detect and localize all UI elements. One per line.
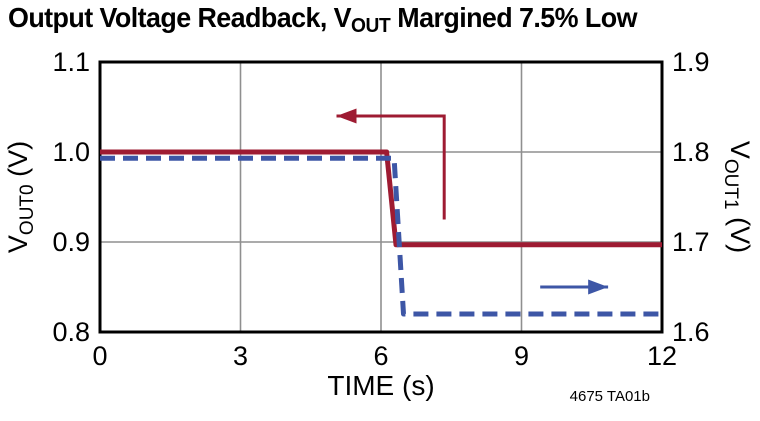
left-axis-title: VOUT0 (V) [3,141,38,253]
right-axis-title: VOUT1 (V) [720,141,755,253]
right-tick-1.9: 1.9 [672,47,710,77]
x-axis-title: TIME (s) [327,370,434,401]
x-tick-6: 6 [373,341,388,371]
figure-caption: 4675 TA01b [570,388,650,405]
right-tick-1.6: 1.6 [672,317,710,347]
x-tick-3: 3 [233,341,248,371]
left-tick-0.9: 0.9 [52,227,90,257]
series-vout0-readback [100,149,662,248]
left-tick-1.0: 1.0 [52,137,90,167]
left-tick-1.1: 1.1 [52,47,90,77]
right-tick-1.8: 1.8 [672,137,710,167]
left-axis-pointer [336,114,446,220]
left-tick-0.8: 0.8 [52,317,90,347]
chart-title-post: Margined 7.5% Low [390,2,637,33]
x-tick-9: 9 [514,341,529,371]
x-tick-0: 0 [92,341,107,371]
left-axis-pointer-arrowhead [336,108,357,124]
right-axis-pointer-arrowhead [588,279,609,295]
x-tick-12: 12 [647,341,677,371]
right-tick-1.7: 1.7 [672,227,710,257]
plot-border [98,60,664,334]
chart-title-subscript: OUT [350,15,391,37]
chart-title-pre: Output Voltage Readback, V [8,2,352,33]
series-vout1-readback [100,155,662,317]
chart-title: Output Voltage Readback, VOUT Margined 7… [8,2,738,38]
